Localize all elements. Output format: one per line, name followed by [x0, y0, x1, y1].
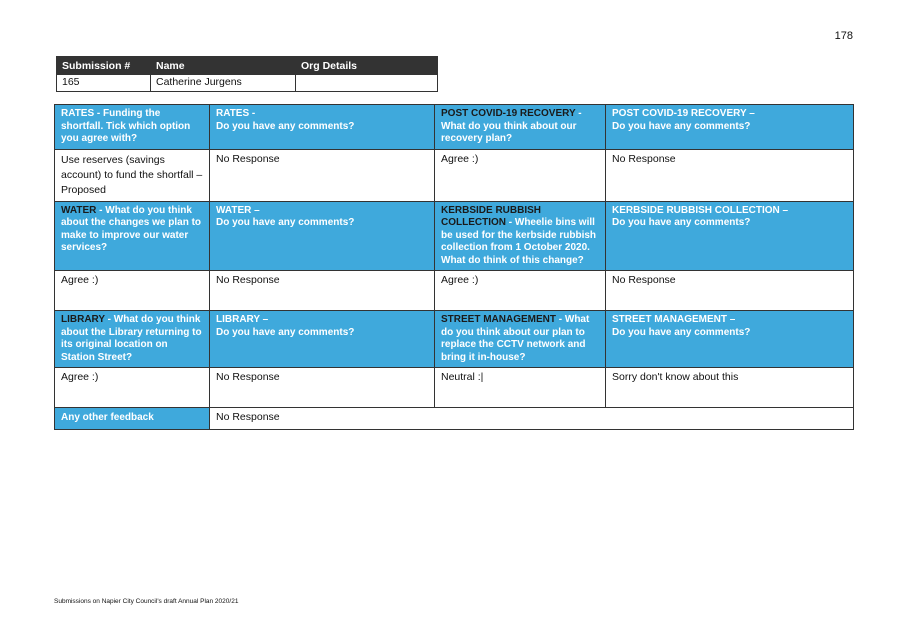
rates-comments-prompt: Do you have any comments? [216, 120, 355, 132]
library-comments-title: LIBRARY – [216, 314, 269, 325]
water-question-key: WATER [61, 204, 97, 216]
other-feedback-value: No Response [209, 407, 854, 430]
library-question: LIBRARY - What do you think about the Li… [54, 310, 210, 368]
other-feedback-row: Any other feedback No Response [54, 407, 854, 430]
rates-question: RATES - Funding the shortfall. Tick whic… [54, 104, 210, 150]
rates-question-key: RATES [61, 108, 95, 119]
kerbside-question-text: - Wheelie bins will be used for the kerb… [441, 217, 597, 266]
water-question-text: - What do you think about the changes we… [61, 204, 202, 254]
library-question-text: - What do you think about the Library re… [61, 314, 202, 363]
kerbside-question-key: KERBSIDE RUBBISH COLLECTION [441, 204, 542, 229]
submitter-name: Catherine Jurgens [150, 74, 296, 92]
rates-answer: Use reserves (savings account) to fund t… [54, 148, 210, 202]
org-details-header: Org Details [295, 56, 438, 75]
library-question-key: LIBRARY [61, 314, 105, 325]
library-comments-prompt: Do you have any comments? [216, 326, 355, 338]
water-comments-prompt: Do you have any comments? [216, 217, 355, 228]
library-comments-question: LIBRARY –Do you have any comments? [209, 310, 435, 368]
kerbside-comments-title: KERBSIDE RUBBISH COLLECTION – [612, 204, 789, 216]
street-comments-prompt: Do you have any comments? [612, 326, 751, 338]
question-row-water-kerbside: WATER - What do you think about the chan… [54, 200, 854, 271]
rates-comments-answer: No Response [209, 148, 435, 202]
street-comments-question: STREET MANAGEMENT –Do you have any comme… [605, 310, 854, 368]
answer-row-rates-covid: Use reserves (savings account) to fund t… [54, 148, 854, 202]
submission-data-row: 165 Catherine Jurgens [56, 74, 438, 92]
library-answer: Agree :) [54, 367, 210, 408]
water-comments-answer: No Response [209, 270, 435, 311]
kerbside-question: KERBSIDE RUBBISH COLLECTION - Wheelie bi… [434, 200, 606, 271]
covid-question-key: POST COVID-19 RECOVERY [441, 108, 576, 119]
covid-comments-prompt: Do you have any comments? [612, 120, 751, 132]
covid-comments-answer: No Response [605, 148, 854, 202]
covid-question: POST COVID-19 RECOVERY - What do you thi… [434, 104, 606, 150]
rates-comments-question: RATES -Do you have any comments? [209, 104, 435, 150]
page-number: 178 [834, 30, 853, 42]
kerbside-comments-prompt: Do you have any comments? [612, 217, 751, 228]
water-question: WATER - What do you think about the chan… [54, 200, 210, 271]
answer-row-water-kerbside: Agree :) No Response Agree :) No Respons… [54, 270, 854, 311]
street-answer: Neutral :| [434, 367, 606, 408]
covid-comments-question: POST COVID-19 RECOVERY –Do you have any … [605, 104, 854, 150]
rates-comments-title: RATES - [216, 108, 256, 119]
library-comments-answer: No Response [209, 367, 435, 408]
name-header: Name [150, 56, 296, 75]
submission-header-row: Submission # Name Org Details [56, 56, 438, 75]
street-question-text: - What do you think about our plan to re… [441, 314, 590, 363]
rates-question-text: - Funding the shortfall. Tick which opti… [61, 108, 191, 144]
other-feedback-label: Any other feedback [54, 407, 210, 430]
covid-question-text: - What do you think about our recovery p… [441, 108, 582, 144]
street-question-key: STREET MANAGEMENT [441, 314, 556, 325]
question-row-library-street: LIBRARY - What do you think about the Li… [54, 310, 854, 368]
water-comments-question: WATER –Do you have any comments? [209, 200, 435, 271]
covid-comments-title: POST COVID-19 RECOVERY – [612, 108, 755, 119]
question-row-rates-covid: RATES - Funding the shortfall. Tick whic… [54, 104, 854, 150]
street-question: STREET MANAGEMENT - What do you think ab… [434, 310, 606, 368]
street-comments-answer: Sorry don't know about this [605, 367, 854, 408]
footer-text: Submissions on Napier City Council's dra… [54, 598, 239, 605]
answer-row-library-street: Agree :) No Response Neutral :| Sorry do… [54, 367, 854, 408]
kerbside-comments-answer: No Response [605, 270, 854, 311]
org-details [295, 74, 438, 92]
water-answer: Agree :) [54, 270, 210, 311]
kerbside-comments-question: KERBSIDE RUBBISH COLLECTION –Do you have… [605, 200, 854, 271]
submission-number: 165 [56, 74, 151, 92]
feedback-table: RATES - Funding the shortfall. Tick whic… [54, 104, 854, 430]
kerbside-answer: Agree :) [434, 270, 606, 311]
street-comments-title: STREET MANAGEMENT – [612, 314, 736, 325]
water-comments-title: WATER – [216, 204, 260, 216]
submission-number-header: Submission # [56, 56, 151, 75]
submission-table: Submission # Name Org Details 165 Cather… [56, 56, 438, 92]
covid-answer: Agree :) [434, 148, 606, 202]
